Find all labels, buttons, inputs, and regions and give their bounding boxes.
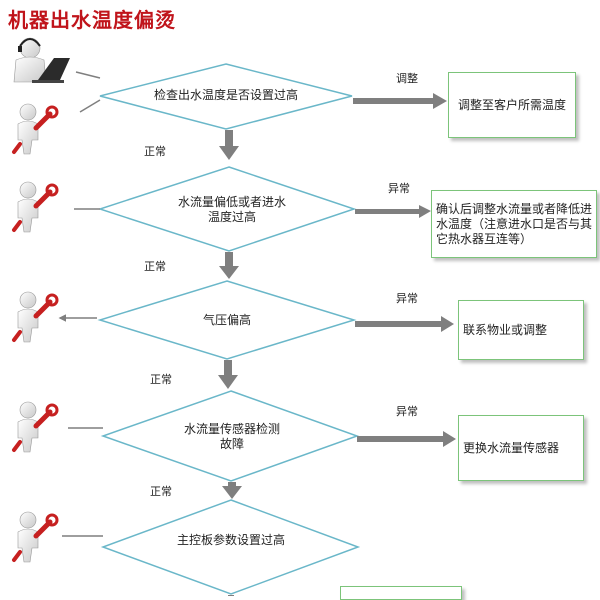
technician-wrench-icon [12, 291, 59, 343]
right-arrow-2 [355, 205, 431, 218]
down-arrow-1 [219, 130, 239, 160]
decision-text-3: 气压偏高 [202, 313, 251, 327]
down-arrow-4 [222, 482, 242, 499]
right-arrow-3 [355, 316, 454, 332]
decision-diamond-2 [97, 166, 357, 252]
down-arrow-2 [219, 252, 239, 279]
decision-diamond-3 [97, 280, 357, 360]
action-box-2: 确认后调整水流量或者降低进水温度（注意进水口是否与其它热水器互连等） [431, 190, 597, 258]
decision-text-5: 主控板参数设置过高 [176, 533, 285, 547]
decision-text-4: 水流量传感器检测故障 [183, 422, 280, 451]
decision-text-2: 水流量偏低或者进水温度过高 [177, 195, 286, 224]
next-label-3: 正常 [150, 373, 172, 386]
person-connector-1b [79, 99, 101, 113]
next-label-4: 正常 [150, 485, 172, 498]
action-box-1: 调整至客户所需温度 [448, 72, 576, 138]
right-arrow-1 [353, 93, 447, 109]
branch-label-2: 异常 [388, 182, 410, 195]
diagram-title: 机器出水温度偏烫 [8, 8, 176, 32]
decision-diamond-5 [100, 499, 361, 595]
action-box-4: 更换水流量传感器 [458, 415, 584, 481]
next-label-2: 正常 [144, 260, 166, 273]
right-arrow-4 [357, 431, 456, 447]
action-box-3: 联系物业或调整 [458, 300, 584, 360]
branch-label-1: 调整 [396, 72, 418, 85]
technician-wrench-icon [12, 401, 59, 453]
decision-diamond-1 [99, 63, 353, 130]
technician-wrench-icon [12, 181, 59, 233]
technician-wrench-icon [12, 511, 59, 563]
next-label-1: 正常 [144, 145, 166, 158]
branch-label-3: 异常 [396, 292, 418, 305]
decision-text-1: 检查出水温度是否设置过高 [153, 88, 298, 102]
branch-label-4: 异常 [396, 405, 418, 418]
customer-service-headset-laptop-icon [13, 37, 70, 83]
technician-wrench-icon [12, 103, 59, 155]
down-arrow-3 [218, 360, 238, 389]
action-box-5 [340, 586, 462, 600]
person-connector-1a [75, 71, 101, 79]
decision-diamond-4 [100, 390, 360, 482]
